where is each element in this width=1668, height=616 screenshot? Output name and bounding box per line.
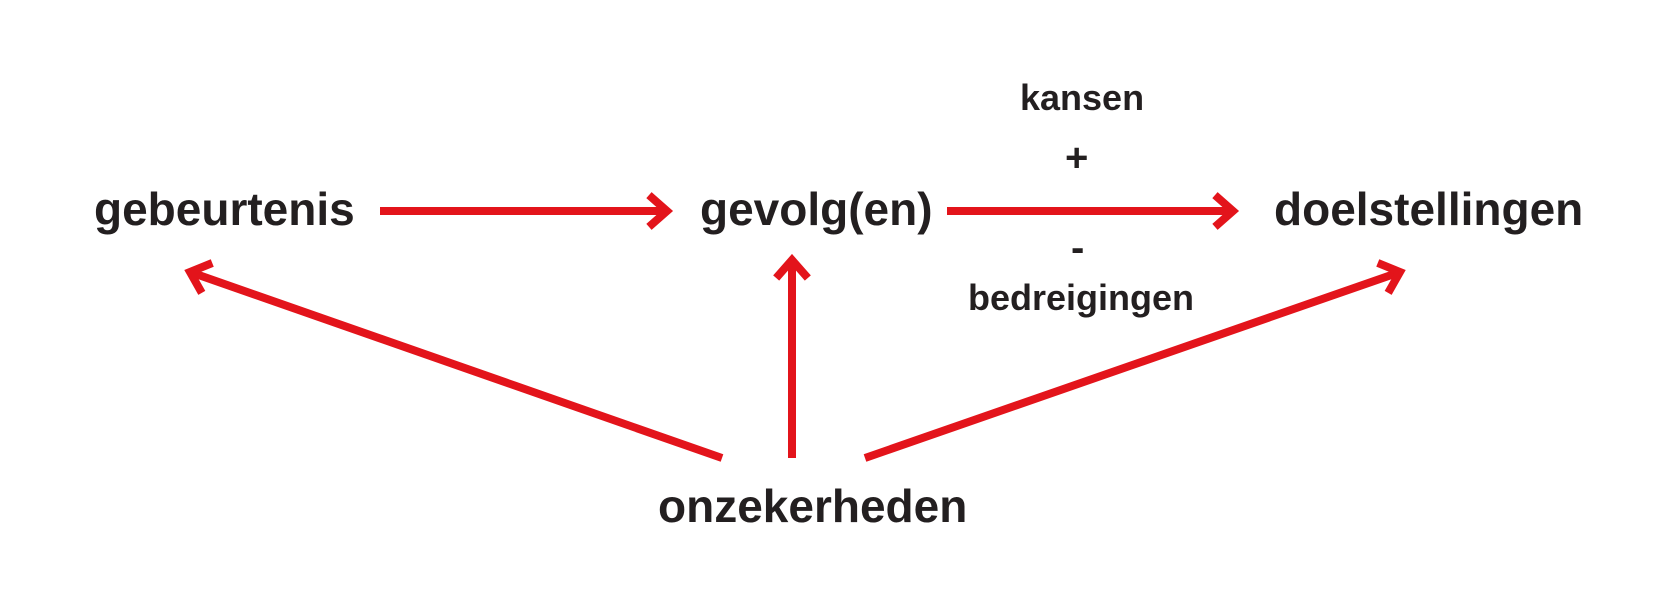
label-minus: -: [1071, 226, 1085, 270]
label-opportunities: kansen: [1020, 77, 1145, 118]
arrow-uncertainties-to-consequence: [773, 253, 811, 458]
arrow-shaft: [192, 269, 724, 462]
label-threats: bedreigingen: [968, 277, 1195, 318]
label-plus: +: [1065, 136, 1089, 180]
node-consequence: gevolg(en): [700, 183, 933, 235]
arrow-consequence-to-objectives: [947, 192, 1240, 230]
arrow-head: [1212, 192, 1240, 230]
arrow-head: [646, 192, 674, 230]
arrow-head: [773, 253, 811, 281]
arrow-head: [1376, 259, 1406, 295]
arrow-event-to-consequence: [380, 192, 674, 230]
node-event: gebeurtenis: [94, 183, 355, 235]
node-objectives: doelstellingen: [1274, 183, 1584, 235]
node-uncertainties: onzekerheden: [658, 480, 968, 532]
arrow-head: [184, 259, 214, 295]
arrow-shaft: [863, 269, 1398, 462]
arrow-uncertainties-to-event: [184, 259, 724, 462]
arrow-uncertainties-to-objectives: [863, 259, 1406, 462]
